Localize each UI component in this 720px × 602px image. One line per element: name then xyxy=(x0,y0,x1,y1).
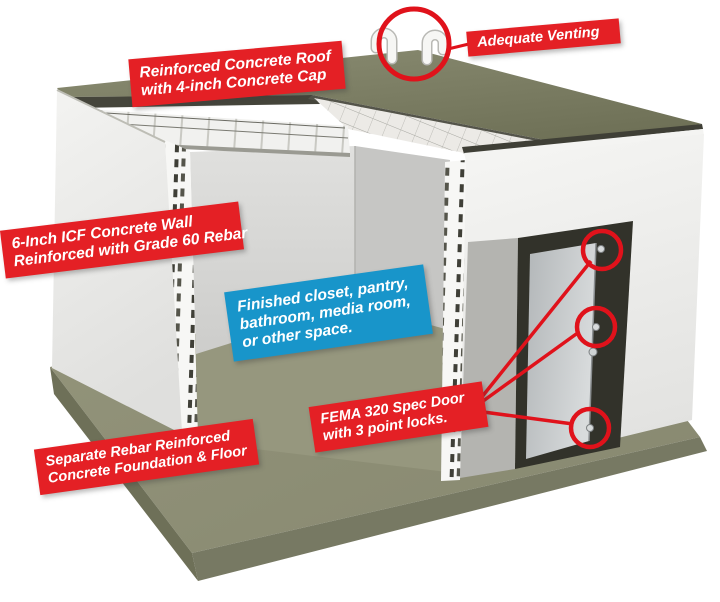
vent-pipe-left xyxy=(372,29,396,63)
roof xyxy=(57,50,704,161)
rebar-line xyxy=(89,111,346,129)
door-leader-line-bottom xyxy=(475,409,574,426)
roof-joist-underside-shadow xyxy=(138,143,350,157)
door-panel xyxy=(526,243,596,459)
roof-deck-rebar-grid xyxy=(314,98,558,153)
door xyxy=(515,221,633,469)
vent-pipes-icon xyxy=(370,27,449,66)
door-handle xyxy=(588,347,598,357)
lock-highlight-circle-bottom xyxy=(568,406,612,450)
door-leader-line-top xyxy=(479,259,593,400)
lock-point-marker-top xyxy=(597,245,605,253)
lock-highlight-circle-middle xyxy=(574,305,618,349)
door-reveal-shadow xyxy=(460,238,518,478)
lock-point-marker-bottom xyxy=(586,424,594,432)
annotations xyxy=(376,6,624,450)
lock-highlight-circle-top xyxy=(580,228,624,272)
rebar-line xyxy=(119,123,349,139)
venting-highlight-circle xyxy=(376,6,452,82)
right-wall-top-icf-strip xyxy=(464,129,704,161)
left-wall-roofline xyxy=(56,89,166,143)
slab-front-face xyxy=(192,437,707,581)
right-wall-top-shadow-band xyxy=(462,124,703,154)
lock-point-marker-middle xyxy=(592,323,600,331)
vent-pipe-right xyxy=(423,31,447,64)
door-leader-line-middle xyxy=(477,330,581,406)
